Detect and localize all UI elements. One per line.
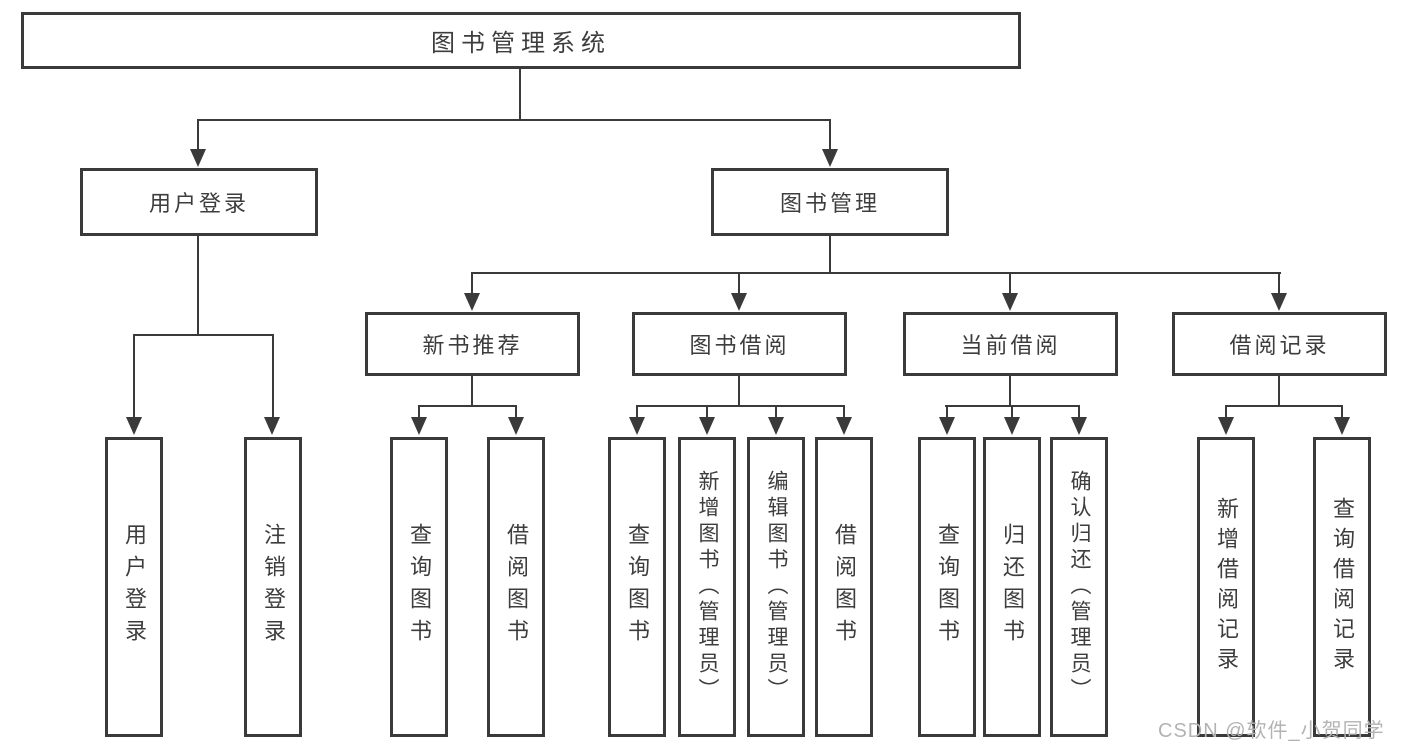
- arrowhead-down-icon: [939, 417, 955, 435]
- connector-drop-user-login: [197, 119, 199, 151]
- arrowhead-down-icon: [508, 417, 524, 435]
- leaf-query-books-borrowing-label: 查询图书: [625, 523, 650, 651]
- leaf-confirm-return-admin-label: 确认归还（管理员）: [1068, 470, 1091, 704]
- connector-level3-bar: [471, 272, 1281, 274]
- node-book-management-module: 图书管理: [711, 168, 949, 236]
- connector-drop-current-borrow: [1009, 272, 1011, 296]
- connector-book-borrow-stem: [738, 375, 740, 407]
- connector-borrow-records-bar: [1225, 405, 1343, 407]
- arrowhead-down-icon: [1002, 293, 1018, 311]
- leaf-borrow-books-borrowing-label: 借阅图书: [832, 523, 857, 651]
- leaf-borrow-books-newbooks-label: 借阅图书: [504, 523, 529, 651]
- leaf-query-books-newbooks-label: 查询图书: [407, 523, 432, 651]
- arrowhead-down-icon: [1218, 417, 1234, 435]
- connector-level2-bar: [197, 119, 831, 121]
- arrowhead-down-icon: [822, 149, 838, 167]
- connector-user-login-bar: [133, 334, 274, 336]
- node-user-login-module: 用户登录: [80, 168, 318, 236]
- connector-leaf-drop: [1225, 405, 1227, 421]
- connector-root-stem: [519, 69, 521, 120]
- connector-current-borrow-stem: [1009, 375, 1011, 407]
- leaf-query-books-borrowing: 查询图书: [608, 437, 666, 737]
- connector-leaf-drop: [1078, 405, 1080, 421]
- connector-book-mgmt-stem: [829, 235, 831, 274]
- node-user-login-label: 用户登录: [148, 191, 249, 216]
- arrowhead-down-icon: [464, 293, 480, 311]
- connector-leaf-drop: [1341, 405, 1343, 421]
- arrowhead-down-icon: [190, 149, 206, 167]
- connector-leaf-drop: [843, 405, 845, 421]
- leaf-borrow-books-borrowing: 借阅图书: [815, 437, 873, 737]
- leaf-query-books-current: 查询图书: [918, 437, 976, 737]
- arrowhead-down-icon: [411, 417, 427, 435]
- arrowhead-down-icon: [1004, 417, 1020, 435]
- connector-borrow-records-stem: [1278, 375, 1280, 407]
- node-book-borrowing-label: 图书借阅: [689, 333, 790, 358]
- leaf-return-books: 归还图书: [983, 437, 1041, 737]
- connector-drop-book-borrow: [738, 272, 740, 296]
- connector-new-books-bar: [418, 405, 517, 407]
- arrowhead-down-icon: [1271, 293, 1287, 311]
- node-root-label: 图书管理系统: [431, 30, 611, 57]
- leaf-query-books-newbooks: 查询图书: [390, 437, 448, 737]
- leaf-edit-book-admin: 编辑图书（管理员）: [747, 437, 805, 737]
- connector-drop-logout-leaf: [272, 334, 274, 418]
- connector-new-books-stem: [471, 375, 473, 407]
- leaf-return-books-label: 归还图书: [1000, 523, 1025, 651]
- node-borrowing-records: 借阅记录: [1172, 312, 1387, 376]
- connector-user-login-stem: [197, 235, 199, 336]
- node-book-management-label: 图书管理: [779, 191, 880, 216]
- node-root: 图书管理系统: [21, 12, 1021, 69]
- arrowhead-down-icon: [731, 293, 747, 311]
- connector-drop-login-leaf: [133, 334, 135, 418]
- node-new-book-recommend: 新书推荐: [365, 312, 580, 376]
- connector-book-borrow-bar: [636, 405, 845, 407]
- leaf-borrow-books-newbooks: 借阅图书: [487, 437, 545, 737]
- arrowhead-down-icon: [629, 417, 645, 435]
- connector-leaf-drop: [418, 405, 420, 421]
- leaf-add-borrow-record-label: 新增借阅记录: [1214, 497, 1239, 677]
- connector-drop-new-books: [471, 272, 473, 296]
- connector-leaf-drop: [515, 405, 517, 421]
- arrowhead-down-icon: [264, 417, 280, 435]
- csdn-watermark: CSDN @软件_小贺同学: [1158, 720, 1385, 742]
- connector-leaf-drop: [946, 405, 948, 421]
- arrowhead-down-icon: [768, 417, 784, 435]
- node-new-book-recommend-label: 新书推荐: [422, 333, 523, 358]
- connector-leaf-drop: [636, 405, 638, 421]
- leaf-user-login-label: 用户登录: [122, 523, 147, 651]
- leaf-add-book-admin-label: 新增图书（管理员）: [696, 470, 719, 704]
- arrowhead-down-icon: [836, 417, 852, 435]
- node-current-borrowing-label: 当前借阅: [960, 333, 1061, 358]
- connector-leaf-drop: [706, 405, 708, 421]
- leaf-edit-book-admin-label: 编辑图书（管理员）: [765, 470, 788, 704]
- node-borrowing-records-label: 借阅记录: [1229, 333, 1330, 358]
- leaf-logout-label: 注销登录: [261, 523, 286, 651]
- leaf-logout: 注销登录: [244, 437, 302, 737]
- connector-drop-borrow-records: [1278, 272, 1280, 296]
- arrowhead-down-icon: [1334, 417, 1350, 435]
- connector-leaf-drop: [1011, 405, 1013, 421]
- leaf-query-borrow-record: 查询借阅记录: [1313, 437, 1371, 737]
- leaf-confirm-return-admin: 确认归还（管理员）: [1050, 437, 1108, 737]
- node-book-borrowing: 图书借阅: [632, 312, 847, 376]
- leaf-add-book-admin: 新增图书（管理员）: [678, 437, 736, 737]
- leaf-query-borrow-record-label: 查询借阅记录: [1330, 497, 1355, 677]
- leaf-add-borrow-record: 新增借阅记录: [1197, 437, 1255, 737]
- leaf-user-login: 用户登录: [105, 437, 163, 737]
- leaf-query-books-current-label: 查询图书: [935, 523, 960, 651]
- arrowhead-down-icon: [699, 417, 715, 435]
- node-current-borrowing: 当前借阅: [903, 312, 1118, 376]
- arrowhead-down-icon: [126, 417, 142, 435]
- connector-leaf-drop: [775, 405, 777, 421]
- connector-drop-book-mgmt: [829, 119, 831, 151]
- arrowhead-down-icon: [1071, 417, 1087, 435]
